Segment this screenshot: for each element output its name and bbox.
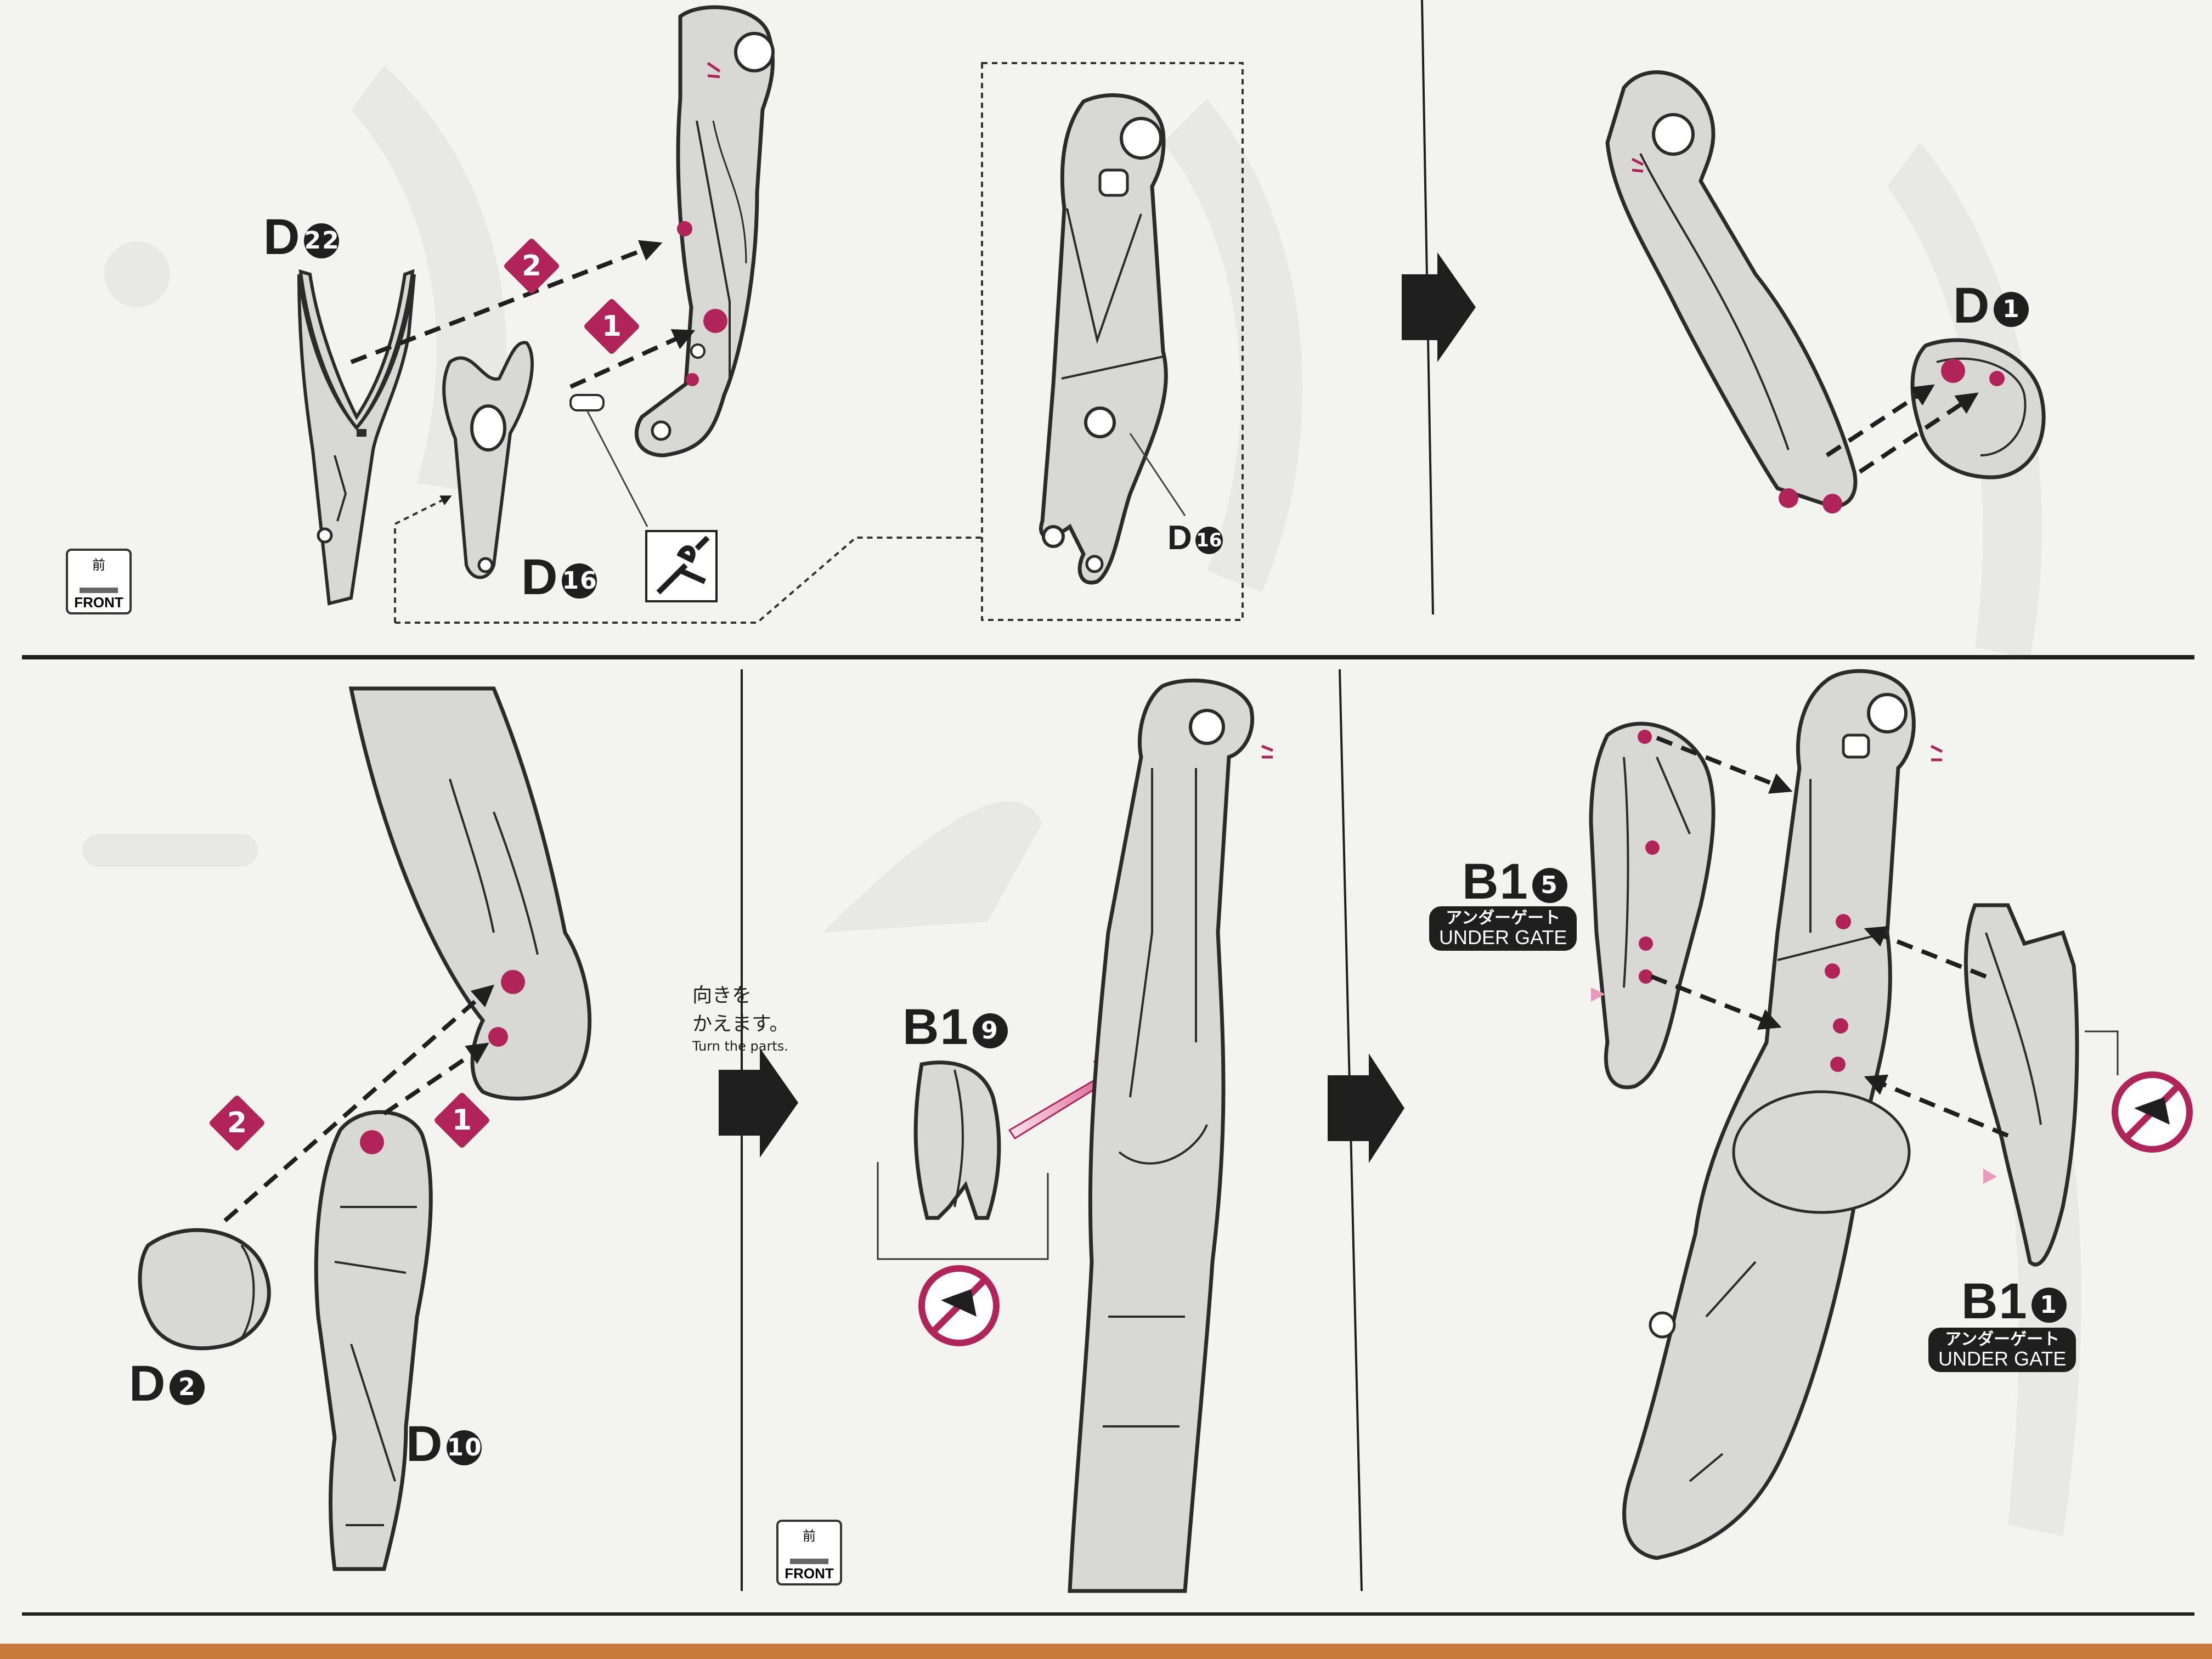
front-jp: 前: [803, 1529, 816, 1544]
part-number: 16: [1195, 526, 1223, 554]
gate-en: UNDER GATE: [1439, 926, 1567, 949]
part-number: 1: [1994, 291, 2029, 327]
step-marker-1: 1: [583, 297, 641, 356]
part-number: 1: [2031, 1287, 2067, 1323]
shoe-icon: [80, 574, 118, 593]
part-letter: B1: [902, 999, 969, 1055]
gate-en: UNDER GATE: [1938, 1347, 2067, 1370]
step-number: 2: [521, 250, 542, 283]
part-letter: D: [406, 1416, 444, 1472]
step-marker-1-bottom: 1: [433, 1091, 491, 1149]
front-icon: 前 FRONT: [66, 549, 132, 614]
turn-en: Turn the parts.: [692, 1039, 788, 1054]
part-letter: D: [1953, 278, 1991, 334]
part-letter: D: [129, 1356, 167, 1412]
gate-jp: アンダーゲート: [1446, 909, 1561, 927]
front-en: FRONT: [74, 594, 123, 611]
turn-parts-note: 向きを かえます。 Turn the parts.: [692, 979, 802, 1054]
turn-jp-line2: かえます。: [692, 1013, 789, 1035]
arrow-right-icon: [1402, 252, 1476, 362]
step-number: 1: [601, 310, 622, 343]
under-gate-badge-b11: アンダーゲート UNDER GATE: [1928, 1328, 2076, 1373]
front-icon-bottom: 前 FRONT: [776, 1520, 842, 1585]
no-nipper-icon-2: [2112, 1071, 2193, 1153]
part-number: 9: [972, 1013, 1008, 1048]
step-marker-2-bottom: 2: [208, 1094, 266, 1152]
front-en: FRONT: [785, 1565, 834, 1582]
part-letter: D: [1167, 519, 1192, 557]
under-gate-badge-b15: アンダーゲート UNDER GATE: [1429, 906, 1577, 951]
front-jp: 前: [92, 558, 105, 573]
part-number: 2: [170, 1369, 205, 1405]
gate-jp: アンダーゲート: [1945, 1330, 2060, 1348]
part-letter: D: [263, 209, 301, 265]
part-number: 16: [562, 563, 597, 599]
part-letter: D: [521, 549, 559, 605]
part-letter: B1: [1961, 1273, 2028, 1329]
step-marker-2: 2: [503, 237, 561, 295]
part-number: 10: [447, 1430, 482, 1465]
nipper-icon: [645, 530, 718, 602]
part-letter: B1: [1462, 854, 1529, 910]
step-number: 2: [227, 1107, 247, 1139]
turn-jp-line1: 向きを: [692, 984, 752, 1007]
step-number: 1: [452, 1104, 472, 1137]
no-nipper-icon: [918, 1265, 1000, 1346]
part-number: 22: [304, 223, 340, 258]
part-number: 5: [1532, 867, 1567, 903]
shoe-icon: [790, 1545, 828, 1564]
